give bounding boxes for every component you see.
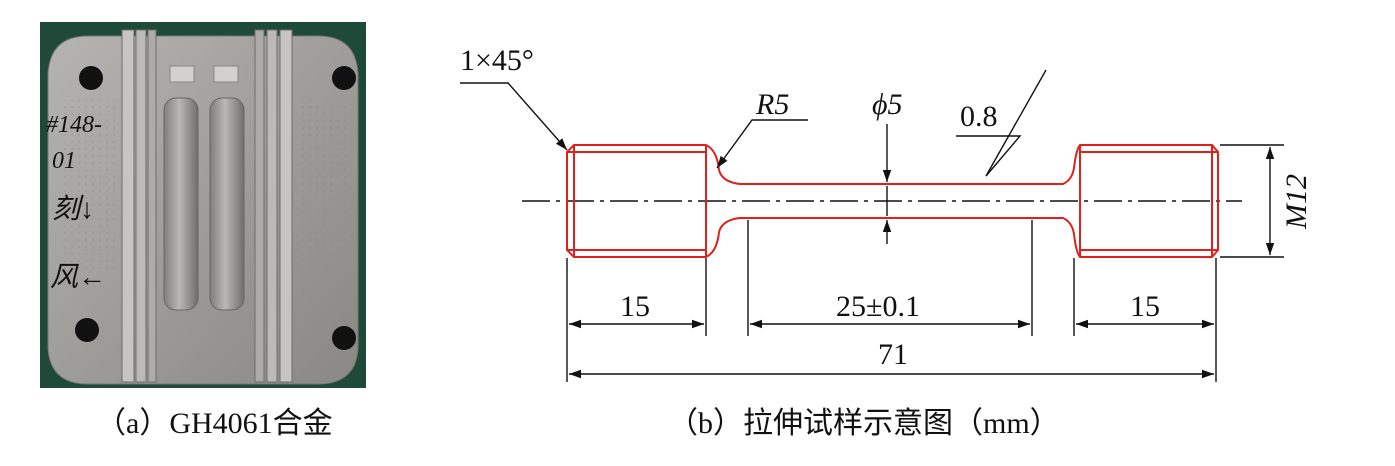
photo-mark-2: 01	[52, 148, 76, 174]
hole-bottom-left	[75, 318, 99, 342]
tab-left	[169, 65, 195, 83]
rod-left	[163, 97, 199, 311]
radius-leader	[716, 119, 808, 169]
specimen-drawing: 1×45° R5 ϕ5 0.8 15 25±0.1 15 71 M12	[460, 44, 1313, 382]
photo-mark-4: 风←	[50, 262, 106, 293]
hole-bottom-right	[332, 326, 356, 350]
hole-top-right	[332, 66, 356, 90]
rib-group-left	[121, 29, 157, 383]
dot-pattern-right	[300, 100, 350, 300]
caption-b: （b）拉伸试样示意图（mm）	[668, 407, 1060, 440]
diameter-label: ϕ5	[872, 88, 903, 121]
dimension-lines	[460, 69, 1275, 379]
alloy-photo: #148- 01 刻↓ 风←	[40, 22, 366, 388]
right-grip-label: 15	[1130, 290, 1160, 323]
dot-pattern-left	[60, 100, 115, 270]
photo-mark-1: #148-	[46, 112, 102, 138]
chamfer-leader	[460, 82, 568, 151]
specimen-outline	[566, 144, 1219, 258]
radius-label: R5	[755, 88, 789, 121]
total-label: 71	[878, 338, 908, 371]
rib-group-right	[254, 29, 293, 383]
roughness-label: 0.8	[960, 100, 998, 133]
hole-top-left	[79, 66, 103, 90]
tab-right	[213, 65, 239, 83]
caption-a: （a）GH4061合金	[96, 407, 333, 440]
roughness-symbol	[956, 69, 1047, 177]
photo-mark-3: 刻↓	[52, 194, 94, 225]
extension-lines	[566, 144, 1284, 382]
gauge-label: 25±0.1	[836, 290, 920, 323]
left-grip-label: 15	[620, 290, 650, 323]
thread-label: M12	[1280, 174, 1313, 230]
chamfer-label: 1×45°	[460, 44, 534, 77]
rod-right	[209, 97, 245, 311]
